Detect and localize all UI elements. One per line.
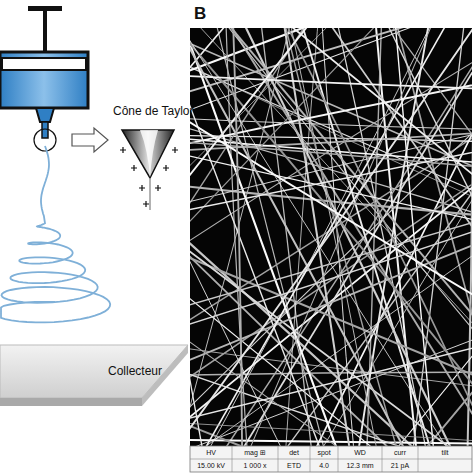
sem-param-name: det: [278, 447, 310, 459]
sem-param-name: spot: [310, 447, 338, 459]
nanofiber: [190, 255, 472, 446]
sem-param-value: ETD: [278, 460, 310, 472]
plunger-piston: [2, 58, 86, 70]
collector-plate: [0, 345, 188, 398]
polymer-jet: [1, 146, 110, 322]
sem-param-value: 21 pA: [382, 460, 418, 472]
nanofiber: [190, 57, 472, 102]
sem-param-value: 4.0: [310, 460, 338, 472]
panel-letter: B: [194, 4, 206, 24]
collector-label: Collecteur: [108, 364, 162, 378]
sem-bar-dividers: [190, 446, 472, 472]
needle: [42, 122, 48, 138]
nanofiber: [190, 406, 472, 446]
taylor-cone-label: Cône de Taylor: [113, 104, 194, 118]
sem-param-value: 15.00 kV: [190, 460, 232, 472]
nanofiber: [190, 110, 472, 208]
nanofiber: [190, 33, 472, 296]
sem-param-value: 12.3 mm: [338, 460, 382, 472]
sem-param-name: HV: [190, 447, 232, 459]
nanofiber: [363, 28, 471, 446]
nanofiber: [190, 58, 472, 434]
zoom-arrow: [72, 128, 108, 152]
sem-info-bar: [190, 446, 472, 472]
collector-edge: [0, 398, 142, 406]
charge-signs: [120, 147, 178, 207]
syringe-barrel: [0, 52, 88, 108]
nanofibers: [190, 28, 472, 446]
sem-param-name: mag ⊞: [232, 447, 278, 459]
plunger-head: [28, 6, 62, 11]
cone-highlight: [140, 130, 158, 178]
nanofiber: [190, 34, 472, 446]
syringe-tip: [36, 108, 54, 122]
cone-jet: [149, 178, 151, 210]
sem-param-value: 1 000 x: [232, 460, 278, 472]
sem-param-name: tilt: [418, 447, 472, 459]
nanofiber: [190, 127, 472, 446]
nanofiber: [190, 28, 433, 446]
sem-param-name: WD: [338, 447, 382, 459]
sem-param-name: curr: [382, 447, 418, 459]
taylor-cone: [122, 130, 174, 178]
nanofiber: [190, 56, 472, 446]
